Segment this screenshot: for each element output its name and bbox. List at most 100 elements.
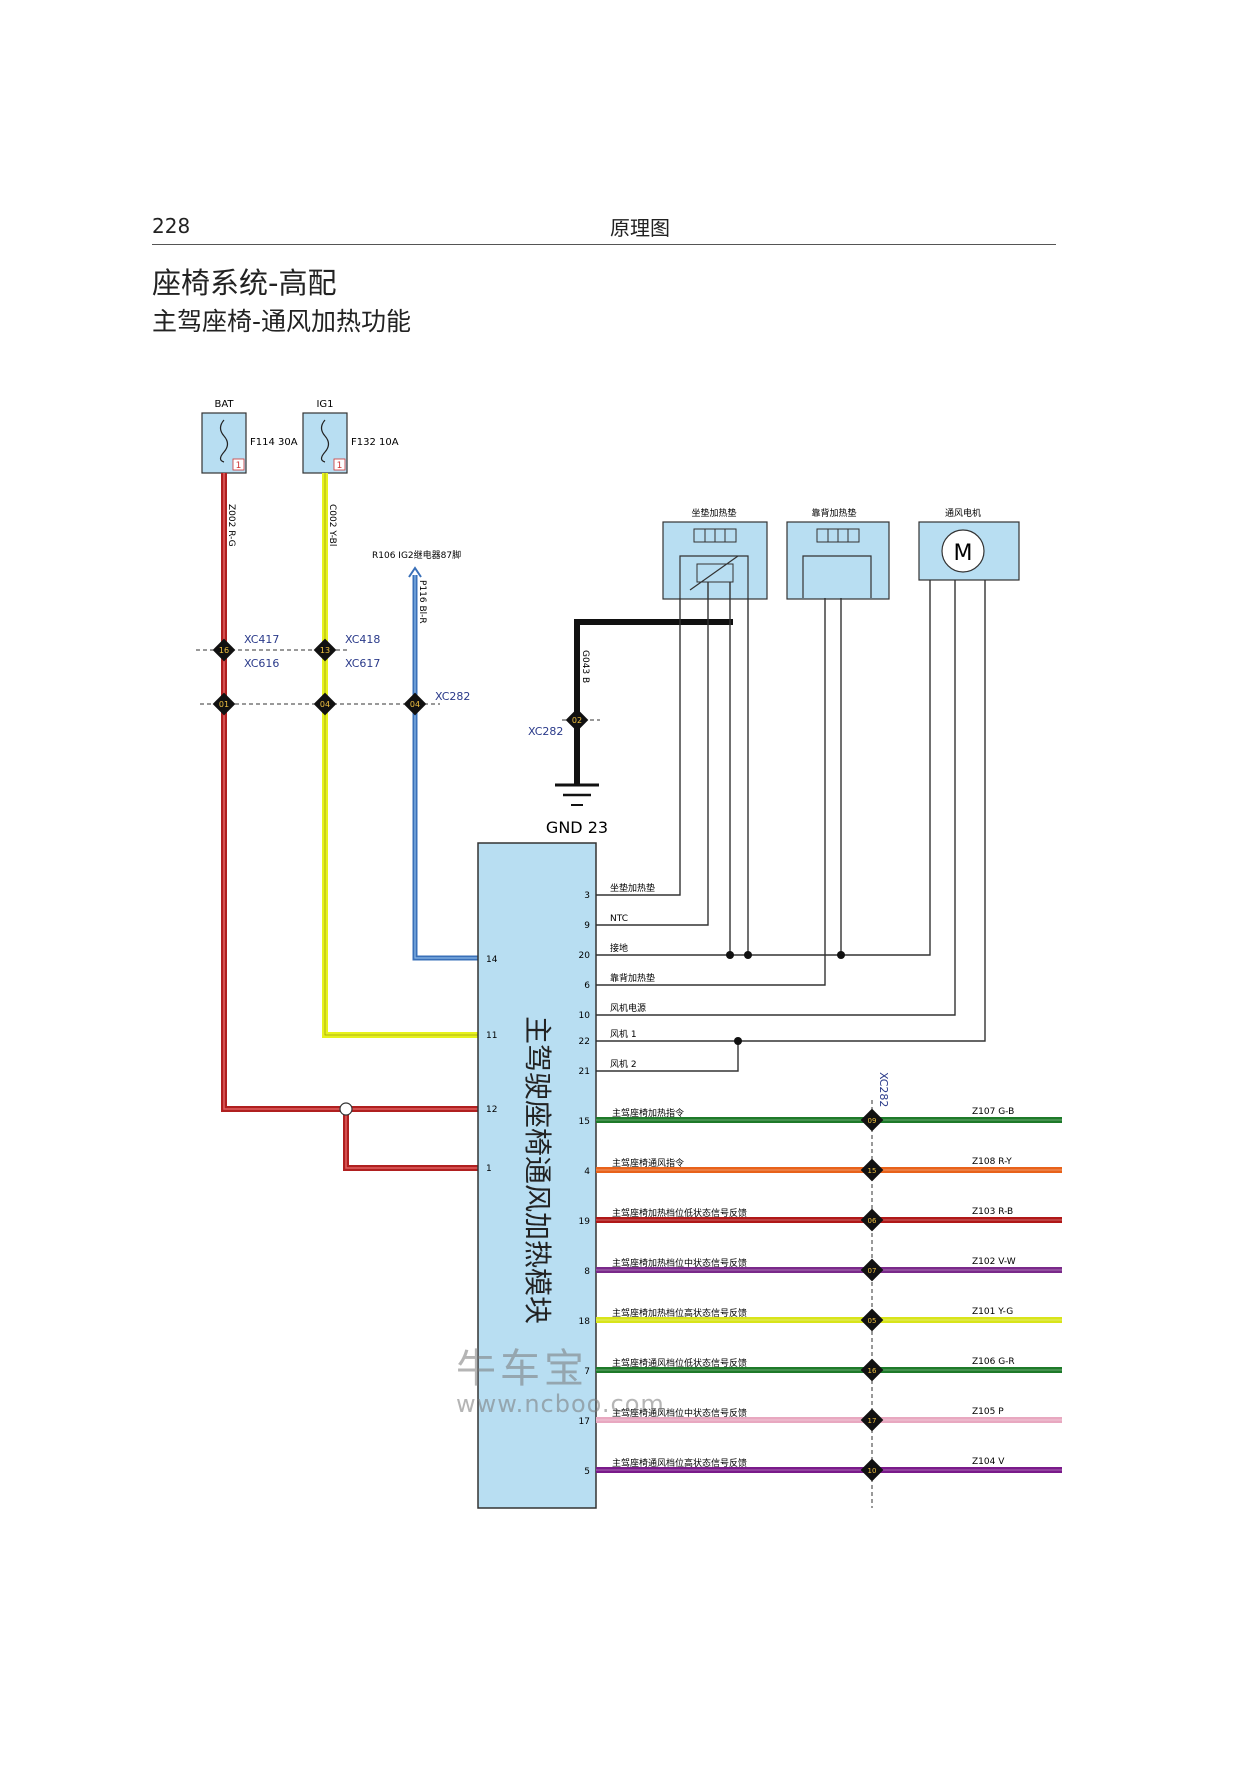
signal-label-8: 主驾座椅加热档位中状态信号反馈: [612, 1257, 747, 1269]
signal-wire-label-8: Z102 V-W: [972, 1257, 1016, 1267]
module-pin-1: 1: [486, 1164, 492, 1174]
svg-text:9: 9: [584, 921, 590, 931]
fuse-ig1-name: F132 10A: [351, 437, 399, 448]
heater-wire-a: [643, 598, 681, 896]
relay-ref-label: R106 IG2继电器87脚: [372, 549, 461, 561]
signal-wire-label-18: Z101 Y-G: [972, 1307, 1013, 1317]
watermark-brand: 牛车宝: [456, 1346, 588, 1392]
signal-label-7: 主驾座椅通风档位低状态信号反馈: [612, 1357, 747, 1369]
signal-conn-pin-5: 10: [868, 1467, 877, 1475]
fuse-ig1-pin: 1: [337, 461, 343, 471]
svg-text:接地: 接地: [610, 942, 628, 954]
fan-2-wire: [643, 1041, 739, 1072]
signal-label-4: 主驾座椅通风指令: [612, 1157, 684, 1169]
fan-motor-label: 通风电机: [945, 507, 981, 519]
pin-01: 01: [219, 700, 229, 709]
bat-wire-label: Z002 R-G: [226, 504, 236, 547]
signal-wire-label-15: Z107 G-B: [972, 1107, 1014, 1117]
signal-conn-pin-7: 16: [868, 1367, 877, 1375]
signal-pin-4: 4: [584, 1167, 590, 1177]
fuse-ig1-source: IG1: [316, 399, 333, 410]
signal-wire-label-5: Z104 V: [972, 1457, 1005, 1467]
svg-text:22: 22: [579, 1037, 590, 1047]
fan-power-wire: [643, 580, 956, 1016]
module-right-pins: 3 坐垫加热垫 9 NTC 20 接地 6 靠背加热垫 10 风机电源 22 风…: [579, 882, 655, 1077]
signal-pin-17: 17: [579, 1417, 590, 1427]
connector-xc616: XC616: [244, 657, 279, 670]
pin-13: 13: [320, 646, 330, 655]
signal-label-5: 主驾座椅通风档位高状态信号反馈: [612, 1457, 747, 1469]
svg-text:风机 1: 风机 1: [610, 1028, 637, 1040]
connector-xc282-signal: XC282: [877, 1072, 890, 1107]
signal-conn-pin-17: 17: [868, 1417, 877, 1425]
ground-label: GND 23: [546, 818, 608, 837]
svg-text:10: 10: [579, 1011, 591, 1021]
signal-conn-pin-4: 15: [868, 1167, 877, 1175]
signal-conn-pin-18: 05: [868, 1317, 877, 1325]
bat-branch-wire: [343, 1109, 480, 1171]
signal-conn-pin-19: 06: [868, 1217, 877, 1225]
svg-text:靠背加热垫: 靠背加热垫: [610, 972, 655, 984]
svg-text:NTC: NTC: [610, 914, 628, 924]
page-subtitle: 主驾座椅-通风加热功能: [152, 307, 412, 336]
connector-xc617: XC617: [345, 657, 380, 670]
section-title: 原理图: [610, 216, 670, 240]
relay-wire-label: P116 Bl-R: [417, 580, 427, 624]
watermark-url: www.ncboo.com: [456, 1390, 665, 1418]
ground-common: [643, 580, 931, 956]
fuse-bat-source: BAT: [214, 399, 234, 410]
signal-pin-18: 18: [579, 1317, 591, 1327]
header-divider: [152, 244, 1056, 245]
page-title: 座椅系统-高配: [152, 266, 337, 300]
fuse-bat-name: F114 30A: [250, 437, 298, 448]
svg-text:风机电源: 风机电源: [610, 1002, 646, 1014]
connector-xc282-ground: XC282: [528, 725, 563, 738]
ground-wire-label: G043 B: [580, 650, 590, 683]
signal-pin-15: 15: [579, 1117, 590, 1127]
fuse-ig1-symbol: [320, 419, 330, 463]
bat-wire: [221, 473, 480, 1112]
ground-wire: [574, 619, 733, 785]
page-number: 228: [152, 214, 191, 238]
connector-xc282-top: XC282: [435, 690, 470, 703]
module-pin-12: 12: [486, 1105, 497, 1115]
signal-wire-label-4: Z108 R-Y: [972, 1157, 1012, 1167]
svg-text:20: 20: [579, 951, 591, 961]
seat-back-label: 靠背加热垫: [811, 507, 856, 519]
fuse-bat-symbol: [219, 419, 229, 463]
signal-label-18: 主驾座椅加热档位高状态信号反馈: [612, 1307, 747, 1319]
signal-pin-5: 5: [584, 1467, 590, 1477]
signal-wire-label-17: Z105 P: [972, 1407, 1004, 1417]
signal-label-15: 主驾座椅加热指令: [612, 1107, 684, 1119]
ig1-wire-label: C002 Y-Bl: [327, 504, 337, 546]
connector-xc418: XC418: [345, 633, 380, 646]
ntc-wire: [643, 582, 709, 926]
svg-text:6: 6: [584, 981, 590, 991]
svg-text:3: 3: [584, 891, 590, 901]
connector-xc417: XC417: [244, 633, 279, 646]
bat-splice: [339, 1102, 353, 1116]
signal-pin-7: 7: [584, 1367, 590, 1377]
signal-label-17: 主驾座椅通风档位中状态信号反馈: [612, 1407, 747, 1419]
signal-conn-pin-15: 09: [868, 1117, 877, 1125]
fuse-ig1-box: [302, 412, 348, 474]
module-name: 主驾驶座椅通风加热模块: [521, 1016, 554, 1324]
relay-arrow: [408, 566, 422, 578]
pin-16: 16: [219, 646, 229, 655]
pin-04b: 04: [410, 700, 420, 709]
signal-conn-pin-8: 07: [868, 1267, 877, 1275]
signal-pin-19: 19: [579, 1217, 591, 1227]
pin-02: 02: [572, 716, 582, 725]
signal-pin-8: 8: [584, 1267, 590, 1277]
module-pin-11: 11: [486, 1031, 497, 1041]
fuse-bat-pin: 1: [236, 461, 242, 471]
seat-cushion-label: 坐垫加热垫: [691, 507, 736, 519]
motor-symbol: M: [954, 541, 973, 566]
control-module: [477, 842, 597, 1509]
relay-wire: [412, 575, 480, 961]
signal-wire-label-7: Z106 G-R: [972, 1357, 1015, 1367]
svg-text:风机 2: 风机 2: [610, 1058, 637, 1070]
module-pin-14: 14: [486, 955, 498, 965]
seat-back-wire: [643, 598, 826, 986]
